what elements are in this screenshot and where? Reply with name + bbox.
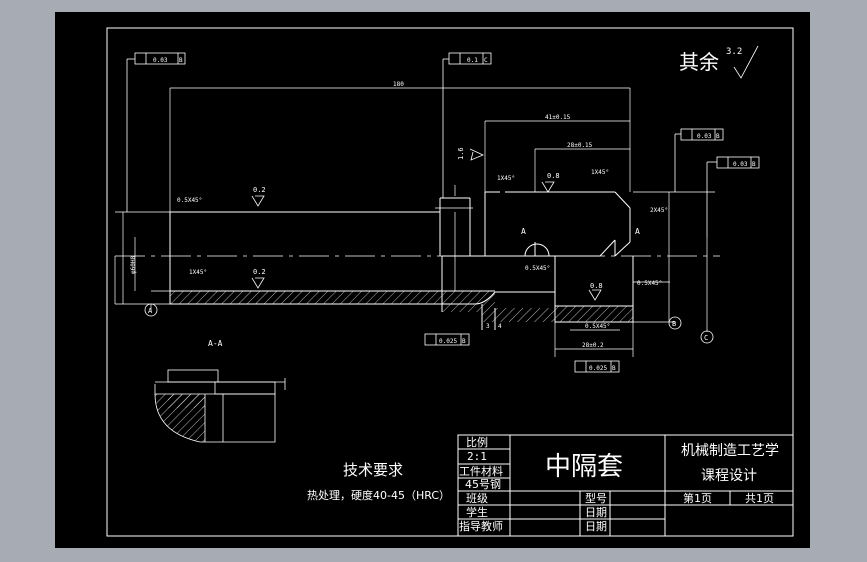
notes-title: 技术要求: [343, 461, 403, 479]
dim-chamfer: 2X45°: [650, 207, 668, 214]
tolerance-value: 0.1: [467, 57, 478, 64]
dim-width: 3: [486, 323, 490, 330]
datum-markers: [144, 303, 714, 344]
tolerance-value: 0.025: [589, 365, 607, 372]
title-block: [457, 434, 794, 537]
part-name: 中隔套: [545, 452, 623, 482]
datum-label: B: [672, 320, 676, 328]
dim-d1: 41±0.15: [545, 114, 571, 121]
tolerance-ref: B: [716, 133, 720, 140]
roughness-rest-value: 3.2: [726, 47, 742, 57]
model-label: 型号: [585, 491, 607, 505]
teacher-label: 指导教师: [459, 519, 503, 533]
student-label: 学生: [466, 505, 488, 519]
hatch-step: [442, 291, 555, 322]
tolerance-ref: B: [179, 57, 183, 64]
tolerance-ref: B: [612, 365, 616, 372]
tolerance-ref: C: [484, 57, 488, 64]
tolerance-ref: B: [462, 338, 466, 345]
roughness-rest-label: 其余: [679, 50, 719, 74]
roughness-symbols: [251, 45, 759, 301]
material-label: 工件材料: [459, 464, 503, 478]
roughness-value: 0.8: [547, 172, 560, 180]
tolerance-frame-group: [126, 52, 760, 373]
dim-overall-length: 180: [393, 81, 404, 88]
dim-chamfer: 0.5X45°: [585, 323, 610, 330]
dim-chamfer: 0.5X45°: [525, 265, 550, 272]
material-value: 45号钢: [465, 478, 501, 491]
drawing-canvas: 0.03 B 0.1 C 0.03 B 0.03 B 0.025 B 0.025…: [106, 27, 794, 537]
notes-line: 热处理，硬度40-45（HRC）: [307, 488, 450, 502]
tolerance-value: 0.03: [733, 161, 748, 168]
roughness-value: 0.8: [590, 282, 603, 290]
tolerance-value: B: [752, 161, 756, 168]
roughness-value: 0.2: [253, 268, 266, 276]
dim-chamfer: 1X45°: [591, 169, 609, 176]
hatch-lower: [170, 291, 442, 304]
dim-chamfer: 1X45°: [189, 269, 207, 276]
scale-label: 比例: [466, 435, 488, 449]
section-mark: A: [635, 227, 640, 236]
section-mark: A: [521, 227, 526, 236]
drawing-border: [106, 27, 794, 537]
sheet-total: 共1页: [745, 492, 774, 505]
course-title: 机械制造工艺学: [681, 443, 779, 459]
scale-value: 2:1: [467, 450, 487, 463]
roughness-value: 1.6: [457, 147, 465, 160]
hatch-right: [555, 306, 633, 322]
dim-diameter: φ60H8: [130, 256, 137, 274]
dim-chamfer: 0.5X45°: [177, 197, 202, 204]
tolerance-value: 0.025: [439, 338, 457, 345]
section-hatch: [168, 394, 205, 408]
datum-label: C: [704, 334, 708, 342]
date-label: 日期: [585, 506, 607, 519]
datum-label: A: [148, 307, 153, 315]
dim-width: 4: [498, 323, 502, 330]
section-label: A-A: [208, 339, 223, 348]
dim-d3: 28±0.2: [582, 342, 604, 349]
course-subtitle: 课程设计: [701, 468, 757, 484]
dimension-lines: [114, 87, 715, 357]
tolerance-value: 0.03: [697, 133, 712, 140]
tolerance-value: 0.03: [153, 57, 168, 64]
sheet-number: 第1页: [683, 491, 712, 505]
dim-chamfer: 1X45°: [497, 175, 515, 182]
date-label: 日期: [585, 520, 607, 533]
class-label: 班级: [466, 492, 488, 505]
dim-chamfer: 0.5X45°: [637, 280, 662, 287]
cad-viewport: 0.03 B 0.1 C 0.03 B 0.03 B 0.025 B 0.025…: [55, 12, 810, 548]
roughness-value: 0.2: [253, 186, 266, 194]
dim-d2: 28±0.15: [567, 142, 593, 149]
